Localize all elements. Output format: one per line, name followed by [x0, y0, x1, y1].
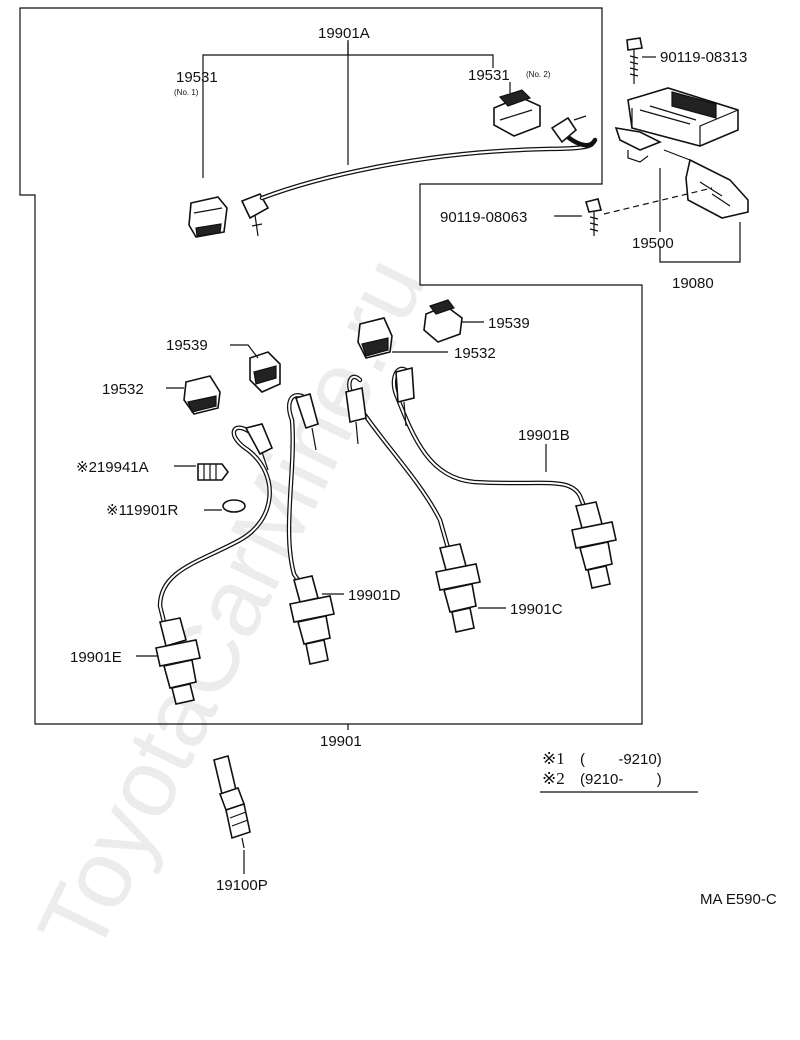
label-19531-no1-note: (No. 1) [174, 88, 199, 97]
label-19901e: 19901E [70, 649, 122, 666]
connector-19539-right [423, 299, 463, 343]
screw-90119-08313 [626, 37, 643, 84]
sensor-19901b [391, 366, 617, 589]
sensor-19901e [155, 423, 274, 705]
label-19901r: ※119901R [106, 502, 179, 519]
label-19531-no2: 19531 [468, 67, 510, 84]
note-2-mark: ※2 [542, 769, 565, 788]
label-19901c: 19901C [510, 601, 563, 618]
label-90119-08313: 90119-08313 [660, 49, 747, 66]
label-90119-08063: 90119-08063 [440, 209, 527, 226]
label-19901: 19901 [320, 733, 362, 750]
label-19532-right: 19532 [454, 345, 496, 362]
label-19532-left: 19532 [102, 381, 144, 398]
connector-19539-left [249, 351, 281, 393]
sensor-19901c [345, 374, 481, 633]
figure-code: MA E590-C [700, 891, 777, 908]
note-1-range: ( -9210) [580, 751, 662, 768]
part-19941a [197, 463, 229, 481]
label-19531-no1: 19531 [176, 69, 218, 86]
spark-plug-19100p [213, 755, 251, 849]
label-19080: 19080 [672, 275, 714, 292]
label-19901a: 19901A [318, 25, 370, 42]
connector-19532-left [183, 375, 221, 415]
label-19941a: ※219941A [76, 459, 149, 476]
label-19500: 19500 [632, 235, 674, 252]
label-19539-left: 19539 [166, 337, 208, 354]
screw-90119-08063 [584, 198, 603, 236]
label-19531-no2-note: (No. 2) [526, 70, 551, 79]
part-19901r [222, 499, 246, 513]
screw-axis [603, 187, 713, 215]
assembly-boundary [19, 7, 643, 725]
label-19901b: 19901B [518, 427, 570, 444]
label-19100p: 19100P [216, 877, 268, 894]
label-19539-right: 19539 [488, 315, 530, 332]
leader-19539-left [230, 344, 259, 359]
sensor-19901d [286, 393, 335, 665]
harness-19901a [188, 89, 598, 238]
label-19901d: 19901D [348, 587, 401, 604]
note-1-mark: ※1 [542, 749, 565, 768]
note-2-range: (9210- ) [580, 771, 662, 788]
ecu-19500 [614, 87, 749, 219]
leader-19080 [659, 222, 741, 263]
connector-19532-right [357, 317, 393, 359]
